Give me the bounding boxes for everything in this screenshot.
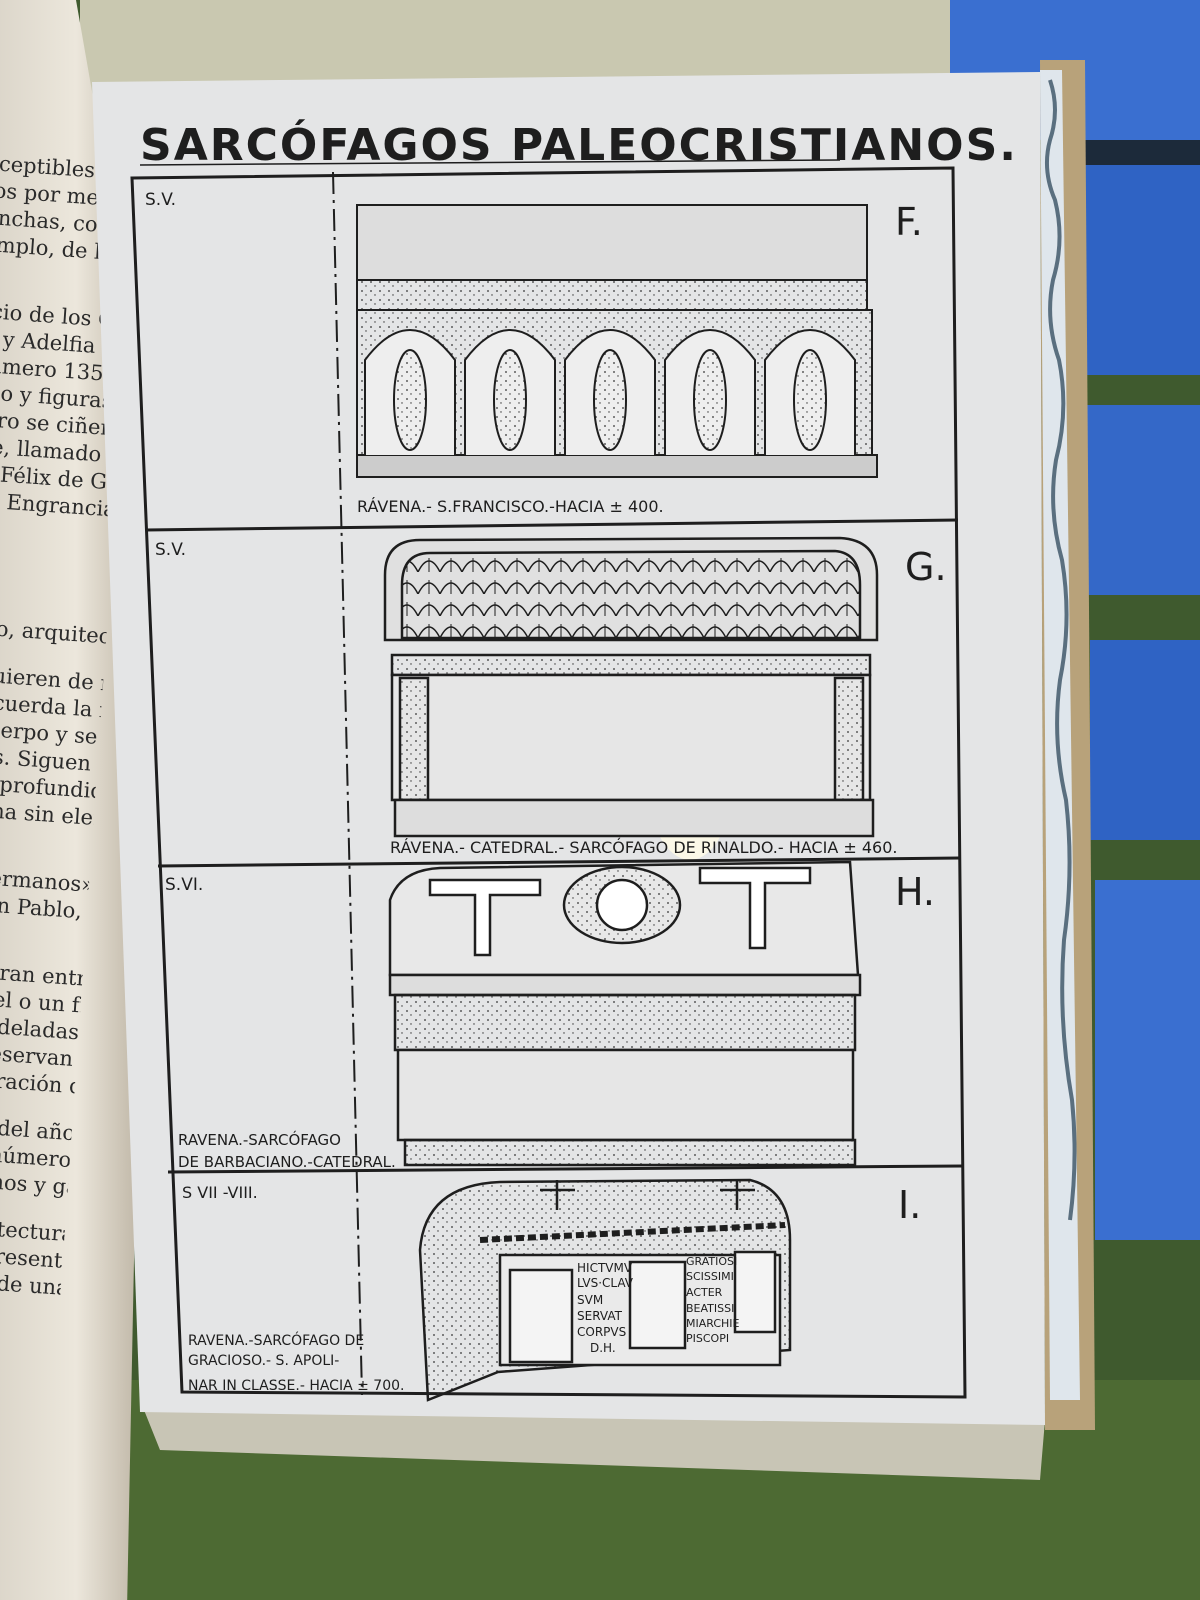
endpaper-marbled xyxy=(1040,70,1080,1400)
panel-i-period: S VII -VIII. xyxy=(182,1183,258,1202)
panel-frame xyxy=(130,166,967,1399)
panel-i-caption-line: NAR IN CLASSE.- HACIA ± 700. xyxy=(188,1378,404,1394)
inscription-line: SVM xyxy=(577,1293,603,1307)
sarcophagus-h-drawing xyxy=(388,860,862,1167)
figure xyxy=(393,349,427,451)
page-title: SARCÓFAGOS PALEOCRISTIANOS. xyxy=(140,118,1018,171)
figure xyxy=(593,349,627,451)
panel-i-caption-line: RAVENA.-SARCÓFAGO DE xyxy=(188,1331,364,1349)
dashed-divider xyxy=(332,171,363,1396)
figure xyxy=(693,349,727,451)
figure xyxy=(493,349,527,451)
panel-f-letter: F. xyxy=(895,200,923,244)
panel-h-caption-line: RAVENA.-SARCÓFAGO xyxy=(178,1130,341,1149)
panel-h-caption-line: DE BARBACIANO.-CATEDRAL. xyxy=(178,1153,396,1171)
blue-bench xyxy=(950,0,1200,1240)
panel-f-caption: RÁVENA.- S.FRANCISCO.-HACIA ± 400. xyxy=(357,497,664,516)
panel-h-period: S.VI. xyxy=(165,875,203,895)
inscription-line: ACTER xyxy=(686,1286,723,1299)
figure xyxy=(793,349,827,451)
inscription-left: HICTVMV LVS·CLAV SVM SERVAT CORPVS D.H. xyxy=(577,1261,634,1355)
inscription-line: LVS·CLAV xyxy=(577,1276,634,1290)
inscription-line: SCISSIMI xyxy=(686,1270,734,1283)
panel-g-letter: G. xyxy=(905,545,947,589)
panel-i-letter: I. xyxy=(898,1183,921,1227)
panel-h-letter: H. xyxy=(895,870,935,914)
inscription-line: MIARCHIE xyxy=(686,1317,740,1330)
inscription-line: PISCOPI xyxy=(686,1332,729,1345)
inscription-line: D.H. xyxy=(590,1341,616,1355)
inscription-line: HICTVMV xyxy=(577,1261,633,1275)
panel-f-period: S.V. xyxy=(145,190,176,210)
panel-g-period: S.V. xyxy=(155,540,186,560)
sarcophagus-i-drawing xyxy=(418,1178,792,1402)
sarcophagus-g-drawing xyxy=(383,536,879,838)
inscription-line: SERVAT xyxy=(577,1309,623,1323)
panel-i-caption-line: GRACIOSO.- S. APOLI- xyxy=(188,1353,339,1369)
inscription-line: CORPVS xyxy=(577,1325,626,1339)
panel-g-caption: RÁVENA.- CATEDRAL.- SARCÓFAGO DE RINALDO… xyxy=(390,838,897,857)
inscription-line: BEATISSI xyxy=(686,1302,734,1315)
inscription-line: GRATIOSI xyxy=(686,1255,737,1268)
inscription-right: GRATIOSI SCISSIMI ACTER BEATISSI MIARCHI… xyxy=(686,1255,740,1345)
